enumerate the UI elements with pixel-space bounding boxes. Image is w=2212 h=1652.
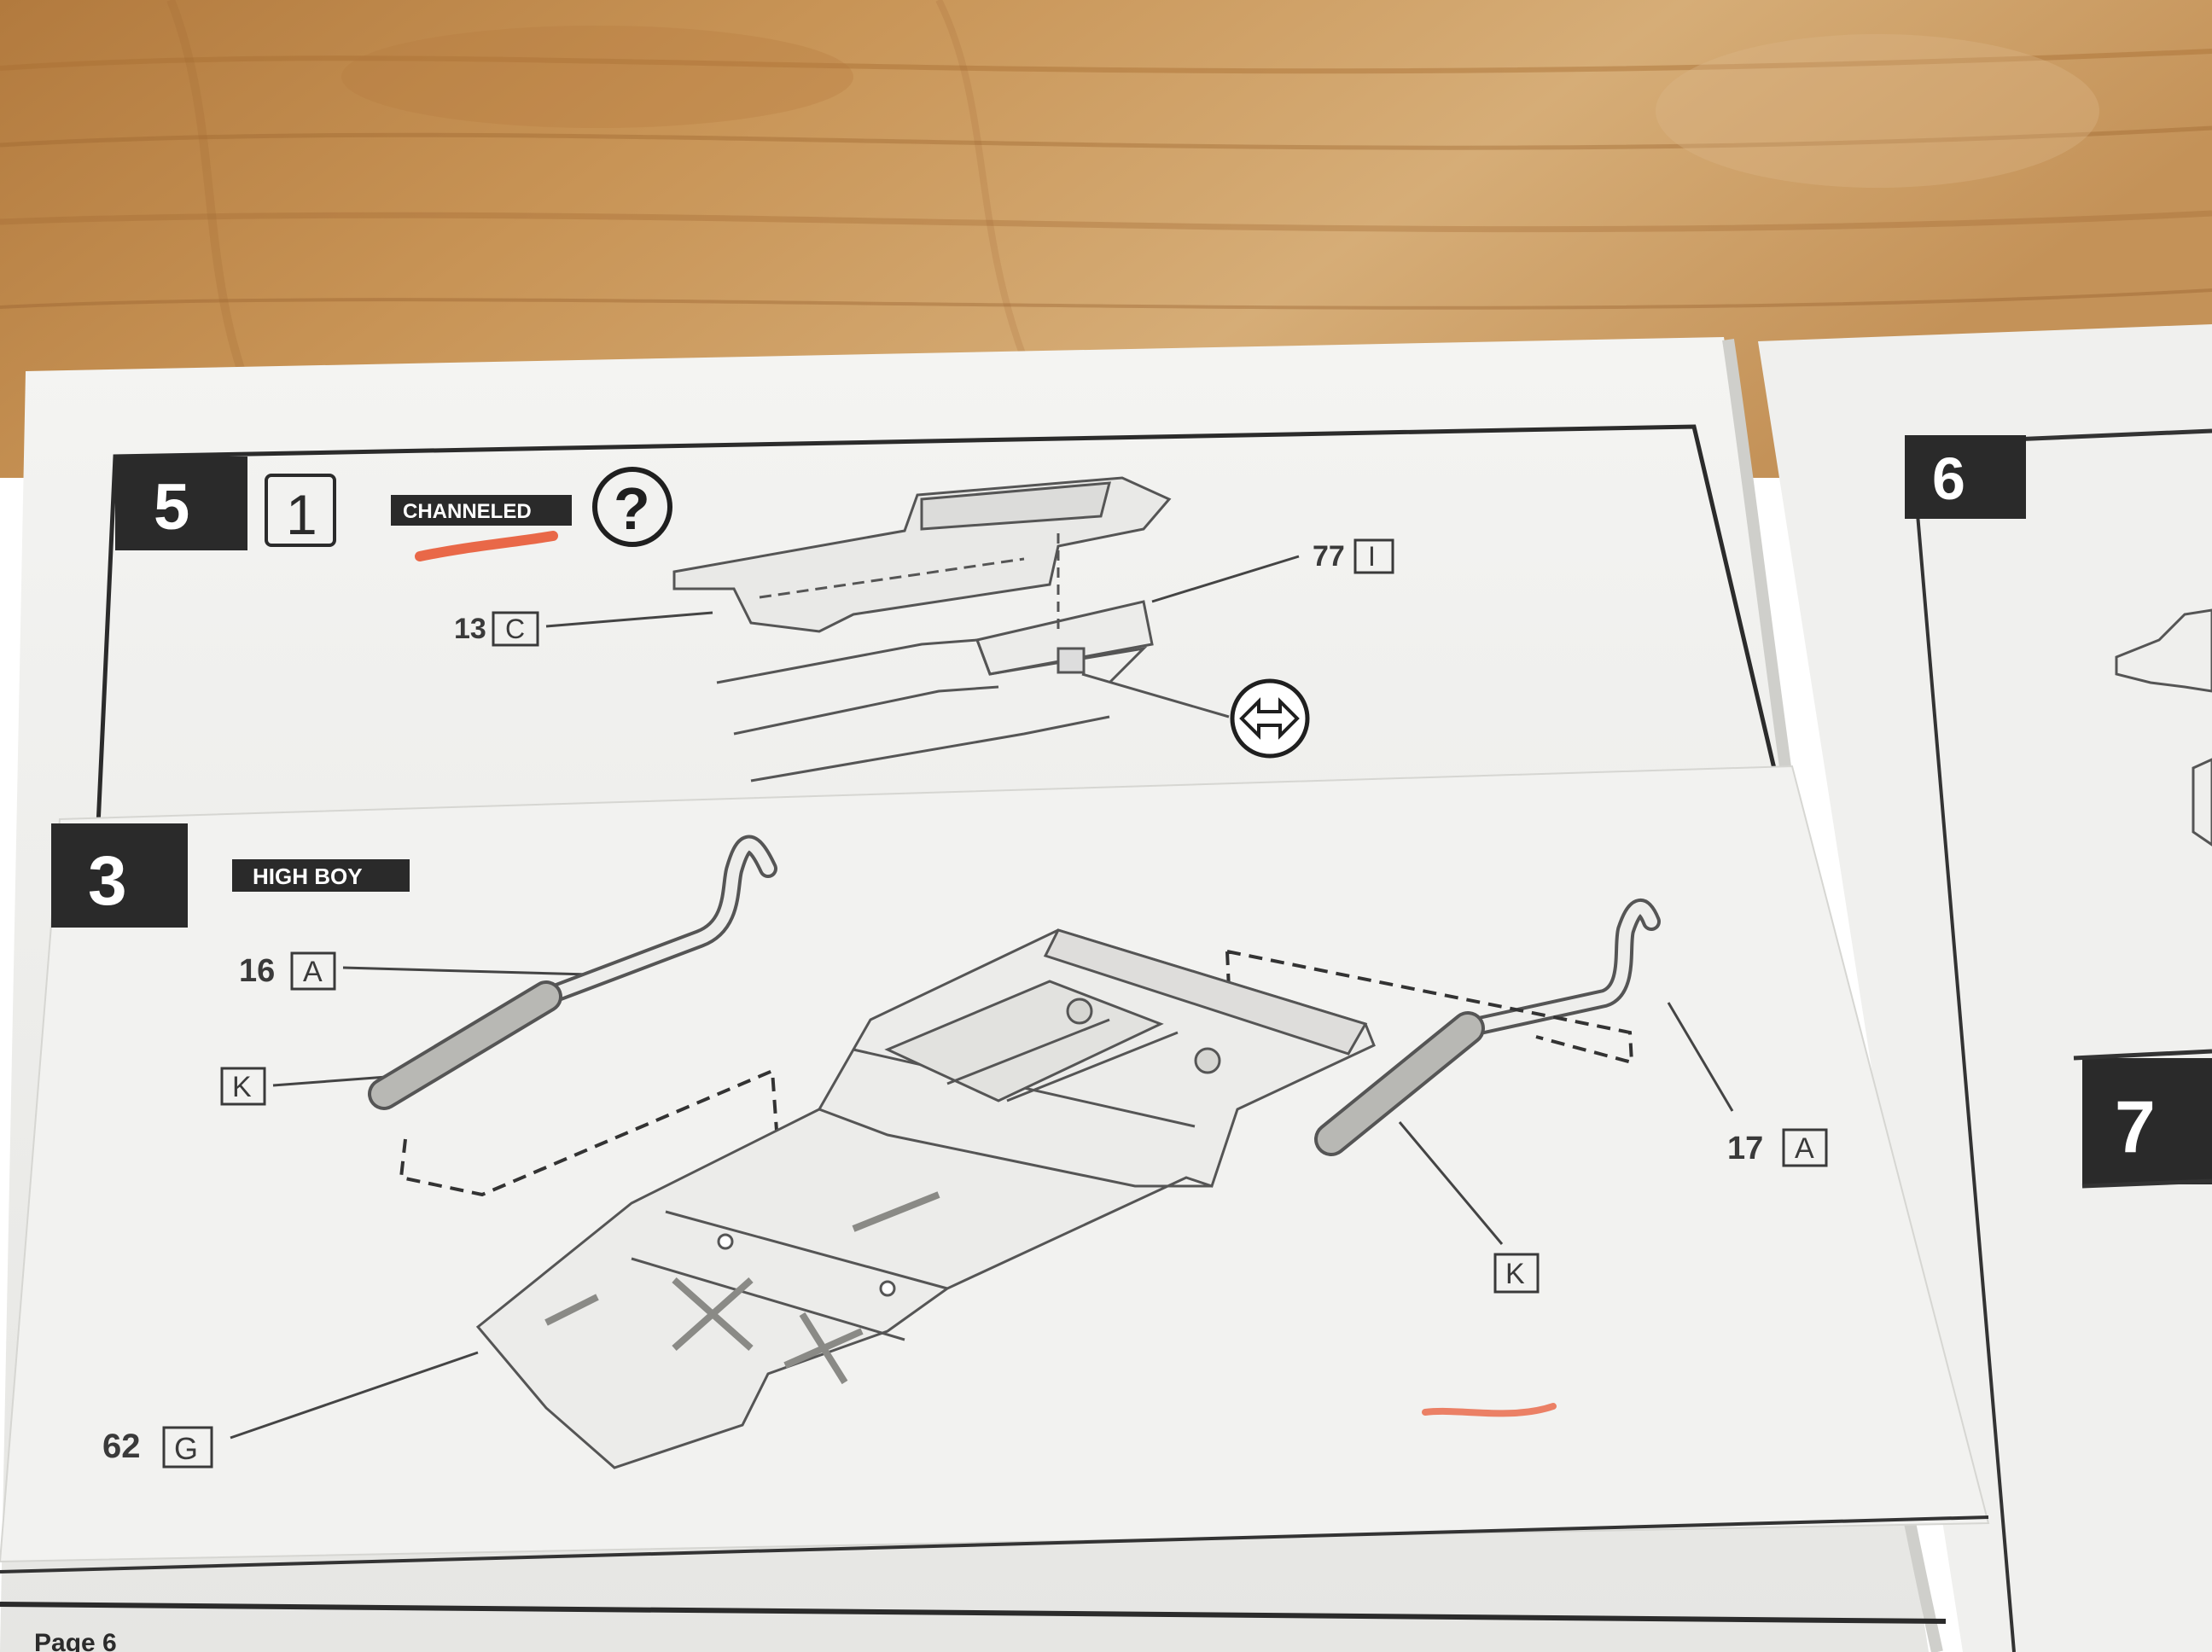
part-letter-box-A-left <box>290 951 336 991</box>
red-ink-mark <box>1422 1403 1557 1417</box>
channeled-floor-drawing <box>672 476 1230 782</box>
dashed-guide-left <box>399 1068 778 1197</box>
part-letter-K-right: K <box>1505 1258 1525 1290</box>
step-3-panel: 3 HIGH BOY 16 A K 17 A K 62 G <box>0 823 1989 1573</box>
exhaust-pipe-left <box>368 835 777 1110</box>
swap-direction-icon <box>1230 678 1310 759</box>
step-7-number: 7 <box>2115 1086 2156 1168</box>
step-5-panel: 5 1 CHANNELED ? 13 C 77 I <box>96 424 1778 827</box>
dashed-guide-right <box>1225 950 1634 1085</box>
channeled-tag-label: CHANNELED <box>403 500 532 523</box>
part-label-13: 13 <box>454 613 486 645</box>
part-letter-A-right: A <box>1795 1132 1814 1165</box>
option-box <box>265 474 336 547</box>
step-6-number: 6 <box>1932 445 1965 512</box>
high-boy-tag <box>232 859 410 892</box>
part-letter-box-G <box>162 1426 213 1469</box>
step-7-number-block <box>2082 1058 2212 1184</box>
step-5-number-block <box>115 457 247 550</box>
right-page-steps: 6 7 <box>1905 428 2212 1652</box>
part-letter-G: G <box>174 1431 198 1466</box>
part-label-17: 17 <box>1727 1131 1763 1166</box>
instruction-page-right <box>1758 324 2212 1652</box>
part-letter-K-left: K <box>232 1071 252 1103</box>
red-highlight-mark <box>415 531 558 561</box>
part-letter-C: C <box>505 614 525 644</box>
part-letter-box-K-right <box>1493 1253 1540 1294</box>
step-5-number: 5 <box>154 471 189 544</box>
exhaust-pipe-right <box>1314 899 1661 1156</box>
right-page-part-drawings <box>2115 608 2212 846</box>
part-label-16: 16 <box>239 953 275 989</box>
page-footer: Page 6 <box>0 1602 1947 1652</box>
question-circle <box>592 467 672 547</box>
high-boy-tag-label: HIGH BOY <box>253 864 363 889</box>
channeled-tag <box>391 495 572 526</box>
question-mark: ? <box>614 475 650 542</box>
part-letter-box-C <box>492 611 539 647</box>
step-3-number-block <box>51 823 188 928</box>
floor-pan-drawing <box>475 928 1376 1469</box>
double-arrow-icon <box>1239 697 1300 740</box>
part-label-77: 77 <box>1313 540 1345 573</box>
part-letter-box-K-left <box>220 1067 266 1106</box>
part-letter-box-I <box>1353 538 1394 574</box>
option-box-number: 1 <box>286 483 317 546</box>
step-3-number: 3 <box>88 842 127 920</box>
part-letter-A-left: A <box>303 956 323 988</box>
part-letter-box-A-right <box>1782 1128 1828 1167</box>
step-6-number-block <box>1905 435 2026 519</box>
part-letter-I: I <box>1368 541 1376 572</box>
page-number: Page 6 <box>34 1629 117 1652</box>
part-label-62: 62 <box>102 1428 141 1465</box>
